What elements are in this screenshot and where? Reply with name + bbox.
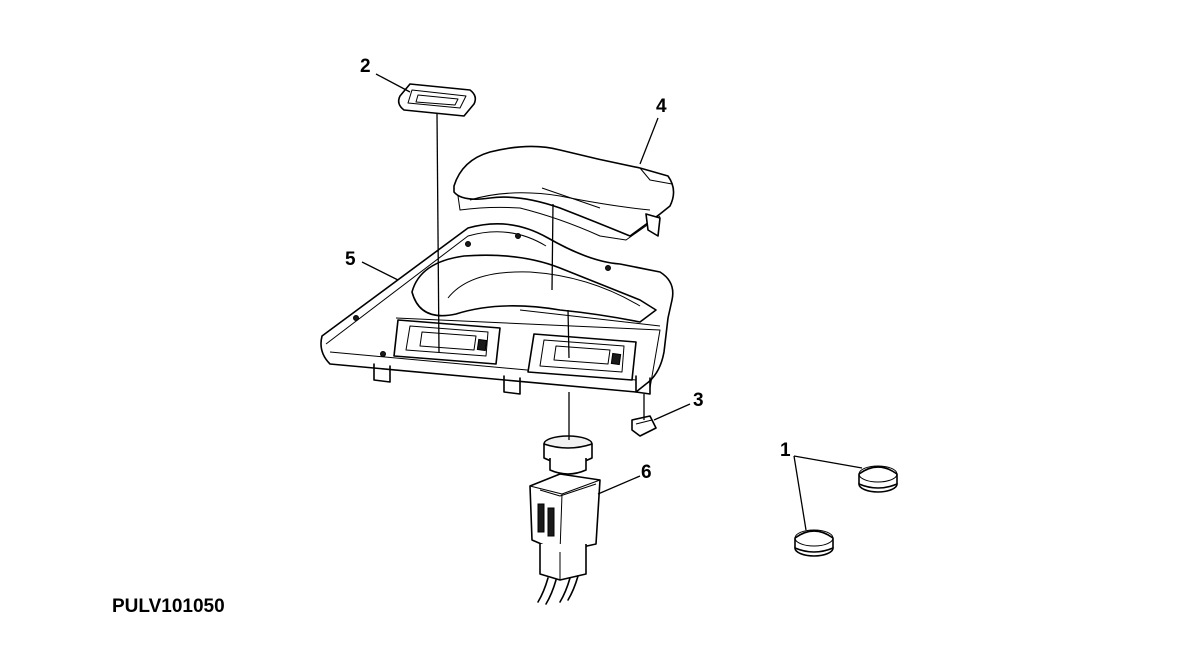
callout-5: 5 bbox=[345, 249, 356, 270]
figure-code: PULV101050 bbox=[112, 596, 225, 617]
switch-part-6 bbox=[529, 435, 601, 605]
callout-1: 1 bbox=[780, 440, 791, 461]
callout-3: 3 bbox=[693, 390, 704, 411]
panel-part-5 bbox=[320, 223, 674, 395]
leader-5 bbox=[361, 261, 399, 281]
clip-part-3 bbox=[631, 415, 657, 437]
leader-4 bbox=[639, 117, 659, 165]
callout-2: 2 bbox=[360, 56, 371, 77]
plug-part-1-upper bbox=[858, 465, 898, 493]
cover-part-4 bbox=[453, 145, 675, 241]
plug-part-1-lower bbox=[794, 529, 834, 557]
leader-1b bbox=[793, 455, 807, 531]
leader-1a bbox=[793, 455, 863, 469]
assembly-line-socket bbox=[567, 309, 570, 359]
leader-lines bbox=[361, 73, 863, 531]
assembly-line-cap bbox=[436, 113, 440, 353]
callout-4: 4 bbox=[656, 96, 667, 117]
assembly-line-cover bbox=[551, 203, 554, 291]
leader-6 bbox=[597, 475, 641, 495]
leader-2 bbox=[375, 73, 411, 93]
leader-3 bbox=[653, 403, 691, 421]
cap-part-2 bbox=[397, 83, 477, 117]
callout-6: 6 bbox=[641, 462, 652, 483]
